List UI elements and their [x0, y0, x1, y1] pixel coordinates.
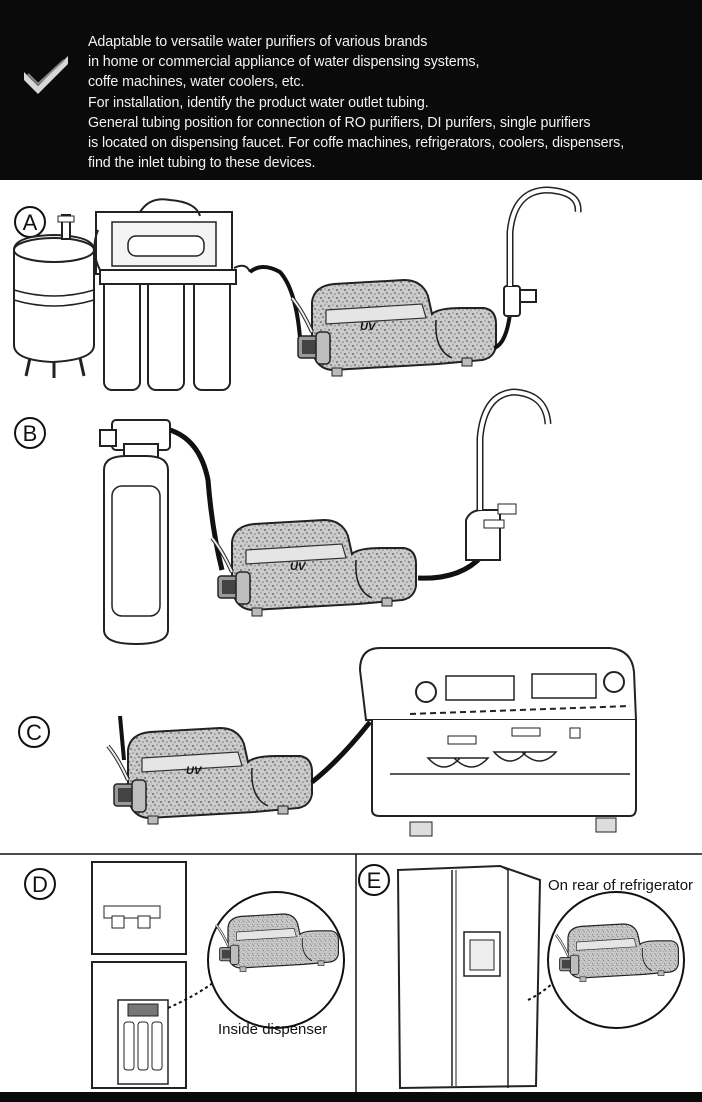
dispenser-zoom-circle: [207, 891, 345, 1029]
diagram-label-e: E: [367, 868, 382, 893]
diagram-label-d: D: [32, 872, 48, 897]
refrigerator-zoom-circle: [547, 891, 685, 1029]
caption-rear-of-refrigerator: On rear of refrigerator: [548, 877, 693, 894]
instruction-banner: Adaptable to versatile water purifiers o…: [0, 0, 702, 180]
footer-bar: [0, 1092, 702, 1102]
diagram-label-b: B: [23, 421, 38, 446]
pressure-tank: [13, 214, 95, 378]
banner-line: coffe machines, water coolers, etc.: [88, 74, 305, 91]
banner-line: find the inlet tubing to these devices.: [88, 155, 316, 172]
diagram-label-a: A: [23, 210, 38, 235]
diagram-a: A UV: [13, 186, 582, 391]
uv-logo-c: UV: [186, 765, 203, 777]
banner-line: in home or commercial appliance of water…: [88, 54, 480, 71]
uv-logo: UV: [360, 321, 377, 333]
faucet-b: [465, 388, 552, 561]
single-filter: [99, 419, 171, 646]
diagram-d: D Inside dispenser: [24, 861, 345, 1089]
water-dispenser: [91, 861, 187, 1089]
ro-purifier: [93, 198, 251, 391]
checkmark-icon: [24, 56, 68, 94]
diagram-c: C UV: [18, 647, 638, 837]
coffee-machine: [358, 647, 638, 837]
uv-logo-b: UV: [290, 561, 307, 573]
installation-diagrams: A UV: [0, 186, 702, 1092]
banner-line: Adaptable to versatile water purifiers o…: [88, 34, 428, 50]
banner-line: is located on dispensing faucet. For cof…: [88, 135, 625, 152]
faucet-a: [503, 186, 582, 317]
diagram-b: B UV: [14, 388, 552, 646]
diagram-e: E On rear of refrigerator: [358, 864, 693, 1090]
banner-text: Adaptable to versatile water purifiers o…: [88, 32, 698, 173]
caption-inside-dispenser: Inside dispenser: [218, 1021, 327, 1038]
banner-line: General tubing position for connection o…: [88, 114, 591, 131]
diagram-label-c: C: [26, 720, 42, 745]
refrigerator: [396, 864, 542, 1090]
banner-line: For installation, identify the product w…: [88, 94, 429, 111]
